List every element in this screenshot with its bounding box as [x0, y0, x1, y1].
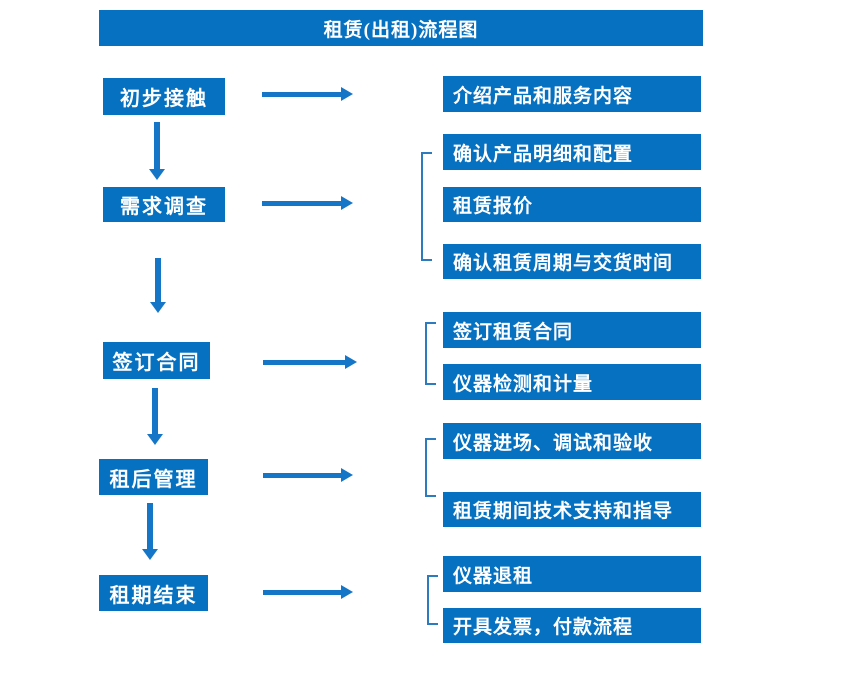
- arrow-head-icon: [149, 169, 165, 180]
- detail-box-confirm-product-details: 确认产品明细和配置: [443, 134, 701, 170]
- arrow-head-icon: [345, 355, 357, 369]
- detail-label: 租赁报价: [453, 196, 534, 217]
- detail-box-sign-rental-contract: 签订租赁合同: [443, 312, 701, 348]
- step-box-initial-contact: 初步接触: [103, 78, 225, 115]
- step-label: 初步接触: [120, 88, 208, 110]
- arrow-shaft: [154, 122, 160, 169]
- arrow-shaft: [263, 359, 345, 365]
- right-arrow-3: [263, 355, 357, 369]
- detail-box-rental-quote: 租赁报价: [443, 187, 701, 222]
- detail-label: 租赁期间技术支持和指导: [453, 501, 674, 522]
- arrow-shaft: [262, 91, 341, 97]
- step-label: 需求调查: [120, 196, 208, 218]
- arrow-shaft: [147, 503, 153, 549]
- detail-box-rental-tech-support: 租赁期间技术支持和指导: [443, 492, 701, 527]
- arrow-shaft: [262, 200, 341, 206]
- detail-label: 确认产品明细和配置: [453, 143, 634, 165]
- step-box-rental-end: 租期结束: [99, 575, 208, 611]
- down-arrow-4: [142, 503, 158, 560]
- bracket-rental-end-group: [427, 575, 438, 625]
- page-title: 租赁(出租)流程图: [323, 19, 479, 41]
- detail-box-confirm-rental-period-delivery: 确认租赁周期与交货时间: [443, 244, 701, 279]
- detail-box-intro-products-services: 介绍产品和服务内容: [443, 76, 701, 112]
- bracket-sign-contract-group: [425, 322, 436, 385]
- detail-label: 确认租赁周期与交货时间: [453, 253, 674, 274]
- title-banner: 租赁(出租)流程图: [99, 10, 703, 46]
- bracket-demand-survey-group: [421, 152, 432, 261]
- detail-box-invoice-payment: 开具发票，付款流程: [443, 608, 701, 643]
- bracket-post-rental-group: [425, 438, 436, 497]
- down-arrow-3: [147, 388, 163, 445]
- arrow-shaft: [155, 258, 161, 302]
- arrow-head-icon: [341, 468, 353, 482]
- step-label: 租期结束: [109, 584, 198, 607]
- arrow-head-icon: [142, 549, 158, 560]
- detail-label: 仪器进场、调试和验收: [453, 432, 654, 454]
- detail-box-instrument-entry-debug-acceptance: 仪器进场、调试和验收: [443, 423, 701, 459]
- step-box-sign-contract: 签订合同: [103, 342, 210, 379]
- detail-label: 仪器检测和计量: [453, 373, 594, 395]
- right-arrow-5: [263, 585, 353, 599]
- down-arrow-1: [149, 122, 165, 180]
- down-arrow-2: [150, 258, 166, 313]
- step-label: 租后管理: [109, 468, 198, 491]
- right-arrow-2: [262, 196, 353, 210]
- step-label: 签订合同: [112, 352, 201, 374]
- arrow-head-icon: [150, 302, 166, 313]
- step-box-post-rental-management: 租后管理: [99, 459, 208, 495]
- arrow-shaft: [152, 388, 158, 434]
- arrow-head-icon: [341, 585, 353, 599]
- detail-label: 仪器退租: [453, 565, 534, 587]
- detail-label: 介绍产品和服务内容: [453, 85, 634, 107]
- arrow-head-icon: [147, 434, 163, 445]
- right-arrow-1: [262, 87, 353, 101]
- arrow-head-icon: [341, 196, 353, 210]
- detail-label: 开具发票，付款流程: [453, 617, 634, 638]
- arrow-shaft: [263, 589, 341, 595]
- arrow-shaft: [263, 472, 341, 478]
- step-box-demand-survey: 需求调查: [103, 187, 225, 222]
- arrow-head-icon: [341, 87, 353, 101]
- detail-box-instrument-return: 仪器退租: [443, 556, 701, 592]
- detail-box-instrument-testing-metering: 仪器检测和计量: [443, 364, 701, 400]
- detail-label: 签订租赁合同: [453, 321, 574, 343]
- right-arrow-4: [263, 468, 353, 482]
